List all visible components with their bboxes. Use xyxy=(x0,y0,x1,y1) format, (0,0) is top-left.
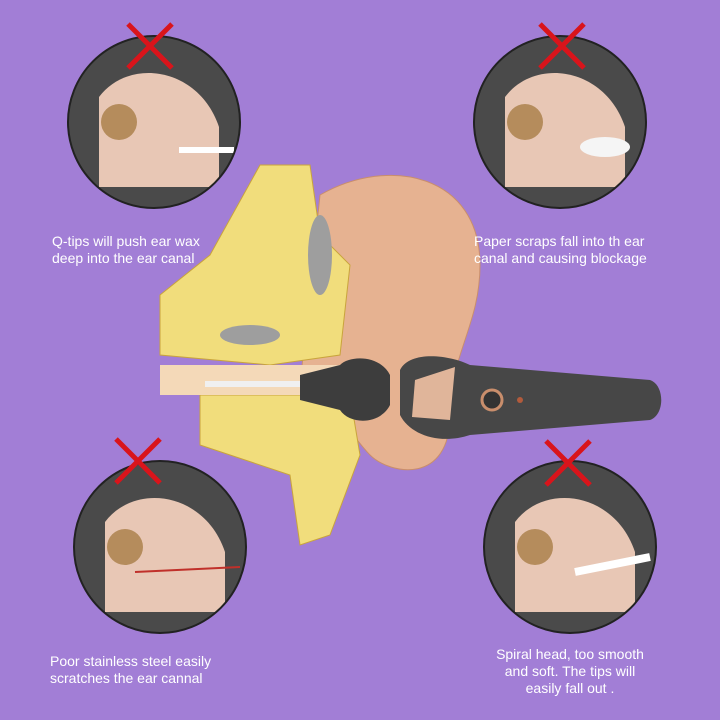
qtip-panel-image xyxy=(67,35,241,209)
paper-scraps-caption: Paper scraps fall into th ear canal and … xyxy=(474,233,647,266)
red-x-icon xyxy=(126,22,174,70)
red-x-icon xyxy=(538,22,586,70)
steel-pick-caption: Poor stainless steel easily scratches th… xyxy=(50,653,212,686)
ear-cleaner-illustration xyxy=(159,164,662,546)
device-head xyxy=(300,358,390,421)
steel-pick-panel-image xyxy=(73,460,247,634)
spiral-head-panel-image xyxy=(483,460,657,634)
device-body xyxy=(400,356,662,439)
red-x-icon xyxy=(544,439,592,487)
led-indicator xyxy=(517,397,523,403)
probe-tip xyxy=(205,381,315,387)
skull-section xyxy=(159,164,351,366)
paper-scraps-panel-image xyxy=(473,35,647,209)
qtip-caption: Q-tips will push ear wax deep into the e… xyxy=(52,233,200,266)
red-x-icon xyxy=(114,437,162,485)
power-button-icon xyxy=(480,388,504,412)
spiral-head-caption: Spiral head, too smooth and soft. The ti… xyxy=(496,646,644,696)
